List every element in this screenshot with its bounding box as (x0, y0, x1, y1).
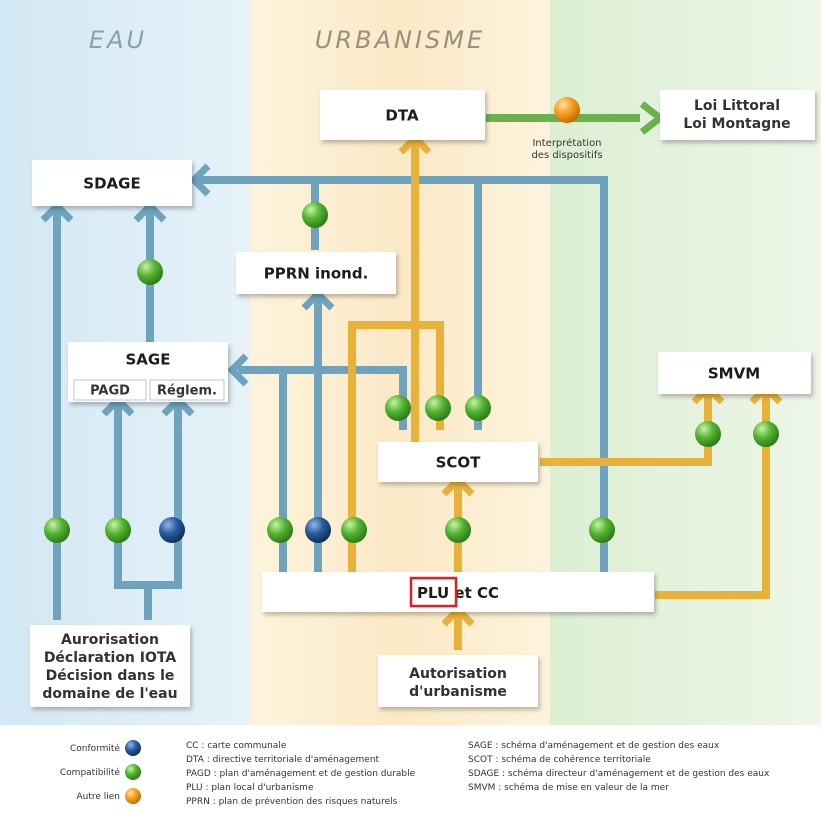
legend-key-icon-1 (125, 740, 141, 756)
legend-key-label-2: Compatibilité (60, 767, 121, 778)
legend-definition: PPRN : plan de prévention des risques na… (186, 796, 398, 807)
conformite-ball (305, 517, 331, 543)
interpretation-caption-line1: Interprétation (532, 137, 601, 149)
legend-definition: SMVM : schéma de mise en valeur de la me… (468, 782, 669, 793)
box-autorisation-urbanisme-line2: d'urbanisme (409, 684, 507, 700)
plu-highlight-box (409, 576, 458, 608)
compatibilite-ball (695, 421, 721, 447)
compatibilite-ball (137, 259, 163, 285)
box-pagd-label: PAGD (90, 384, 130, 399)
legend-definition: PLU : plan local d'urbanisme (186, 783, 314, 793)
column-title-urbanisme: URBANISME (315, 26, 485, 54)
box-plu-highlight: PLU (417, 584, 449, 602)
legend-key-label-1: Conformité (70, 743, 121, 754)
box-scot-label: SCOT (436, 454, 482, 472)
legend-definition: SCOT : schéma de cohérence territoriale (468, 754, 651, 765)
compatibilite-ball (589, 517, 615, 543)
interpretation-caption-line2: des dispositifs (531, 150, 602, 161)
legend-key-icon-3 (125, 788, 141, 804)
box-autorisation-urbanisme-line1: Autorisation (409, 666, 507, 682)
autre-lien-ball (554, 97, 580, 123)
legend-key-label-3: Autre lien (76, 792, 120, 802)
legend-definition: SAGE : schéma d'aménagement et de gestio… (468, 740, 720, 751)
box-pagd[interactable]: PAGD (73, 379, 147, 401)
box-autorisation-urbanisme[interactable]: Autorisation d'urbanisme (378, 655, 538, 707)
box-smvm[interactable]: SMVM (658, 352, 811, 394)
legend-definition: DTA : directive territoriale d'aménageme… (186, 754, 380, 765)
compatibilite-ball (385, 395, 411, 421)
compatibilite-ball (44, 517, 70, 543)
legend-definition: SDAGE : schéma directeur d'aménagement e… (468, 768, 770, 779)
box-reglem[interactable]: Réglem. (149, 379, 225, 401)
legend-key-icon-2 (125, 764, 141, 780)
compatibilite-ball (465, 395, 491, 421)
box-sdage[interactable]: SDAGE (32, 160, 192, 206)
box-scot[interactable]: SCOT (378, 442, 538, 482)
relation-balls (44, 97, 779, 543)
box-dta-label: DTA (385, 107, 419, 125)
box-plu[interactable]: PLU et CC (262, 572, 654, 612)
box-loi[interactable]: Loi Littoral Loi Montagne (660, 90, 815, 140)
compatibilite-ball (267, 517, 293, 543)
box-autorisation-eau-line2: Déclaration IOTA (44, 650, 177, 666)
box-sage-label: SAGE (126, 351, 171, 369)
box-pprn[interactable]: PPRN inond. (236, 252, 396, 294)
column-title-eau: EAU (89, 26, 147, 54)
compatibilite-ball (753, 421, 779, 447)
box-plu-rest: et CC (449, 584, 499, 602)
box-loi-line1: Loi Littoral (694, 98, 780, 114)
yellow-connectors (348, 140, 770, 650)
box-loi-line2: Loi Montagne (683, 116, 790, 132)
compatibilite-ball (425, 395, 451, 421)
box-autorisation-eau-line3: Décision dans le (46, 668, 175, 684)
box-autorisation-eau-line4: domaine de l'eau (42, 686, 177, 702)
compatibilite-ball (105, 517, 131, 543)
legend-definition: PAGD : plan d'aménagement et de gestion … (186, 768, 416, 779)
svg-text:PLU et CC: PLU et CC (417, 584, 499, 602)
compatibilite-ball (341, 517, 367, 543)
box-pprn-label: PPRN inond. (264, 265, 369, 283)
box-reglem-label: Réglem. (157, 384, 217, 399)
box-autorisation-eau[interactable]: Aurorisation Déclaration IOTA Décision d… (30, 625, 190, 707)
compatibilite-ball (445, 517, 471, 543)
legend: Conformité Compatibilité Autre lien CC :… (60, 740, 770, 807)
conformite-ball (159, 517, 185, 543)
legend-definition: CC : carte communale (186, 741, 287, 751)
box-smvm-label: SMVM (708, 365, 760, 383)
box-autorisation-eau-line1: Aurorisation (61, 632, 159, 648)
box-sdage-label: SDAGE (83, 175, 140, 193)
box-dta[interactable]: DTA (320, 90, 485, 140)
compatibilite-ball (302, 202, 328, 228)
